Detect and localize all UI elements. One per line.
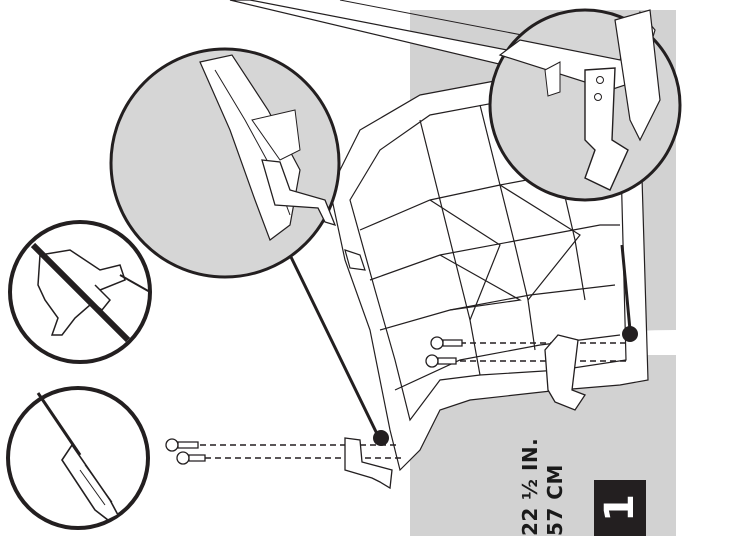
leader-line-left xyxy=(288,254,382,441)
leader-line-right xyxy=(620,244,632,331)
callout-detail-right xyxy=(488,8,682,202)
leader-dot-left xyxy=(373,430,389,446)
bracket-upper xyxy=(544,334,586,411)
screwdriver-icon xyxy=(6,386,150,530)
screw-pair-lower xyxy=(165,438,206,465)
step-badge: 1 xyxy=(594,480,646,536)
leader-dot-right xyxy=(622,326,638,342)
dimension-metric-label: 57 CM xyxy=(543,464,567,536)
no-power-drill-icon xyxy=(8,220,152,364)
callout-detail-left xyxy=(109,47,341,279)
step-number: 1 xyxy=(597,494,643,522)
bracket-lower xyxy=(344,437,393,490)
dimension-imperial-label: 22 ½ IN. xyxy=(518,437,542,536)
screw-guide-lines xyxy=(180,342,630,459)
screw-pair-upper xyxy=(425,336,463,368)
